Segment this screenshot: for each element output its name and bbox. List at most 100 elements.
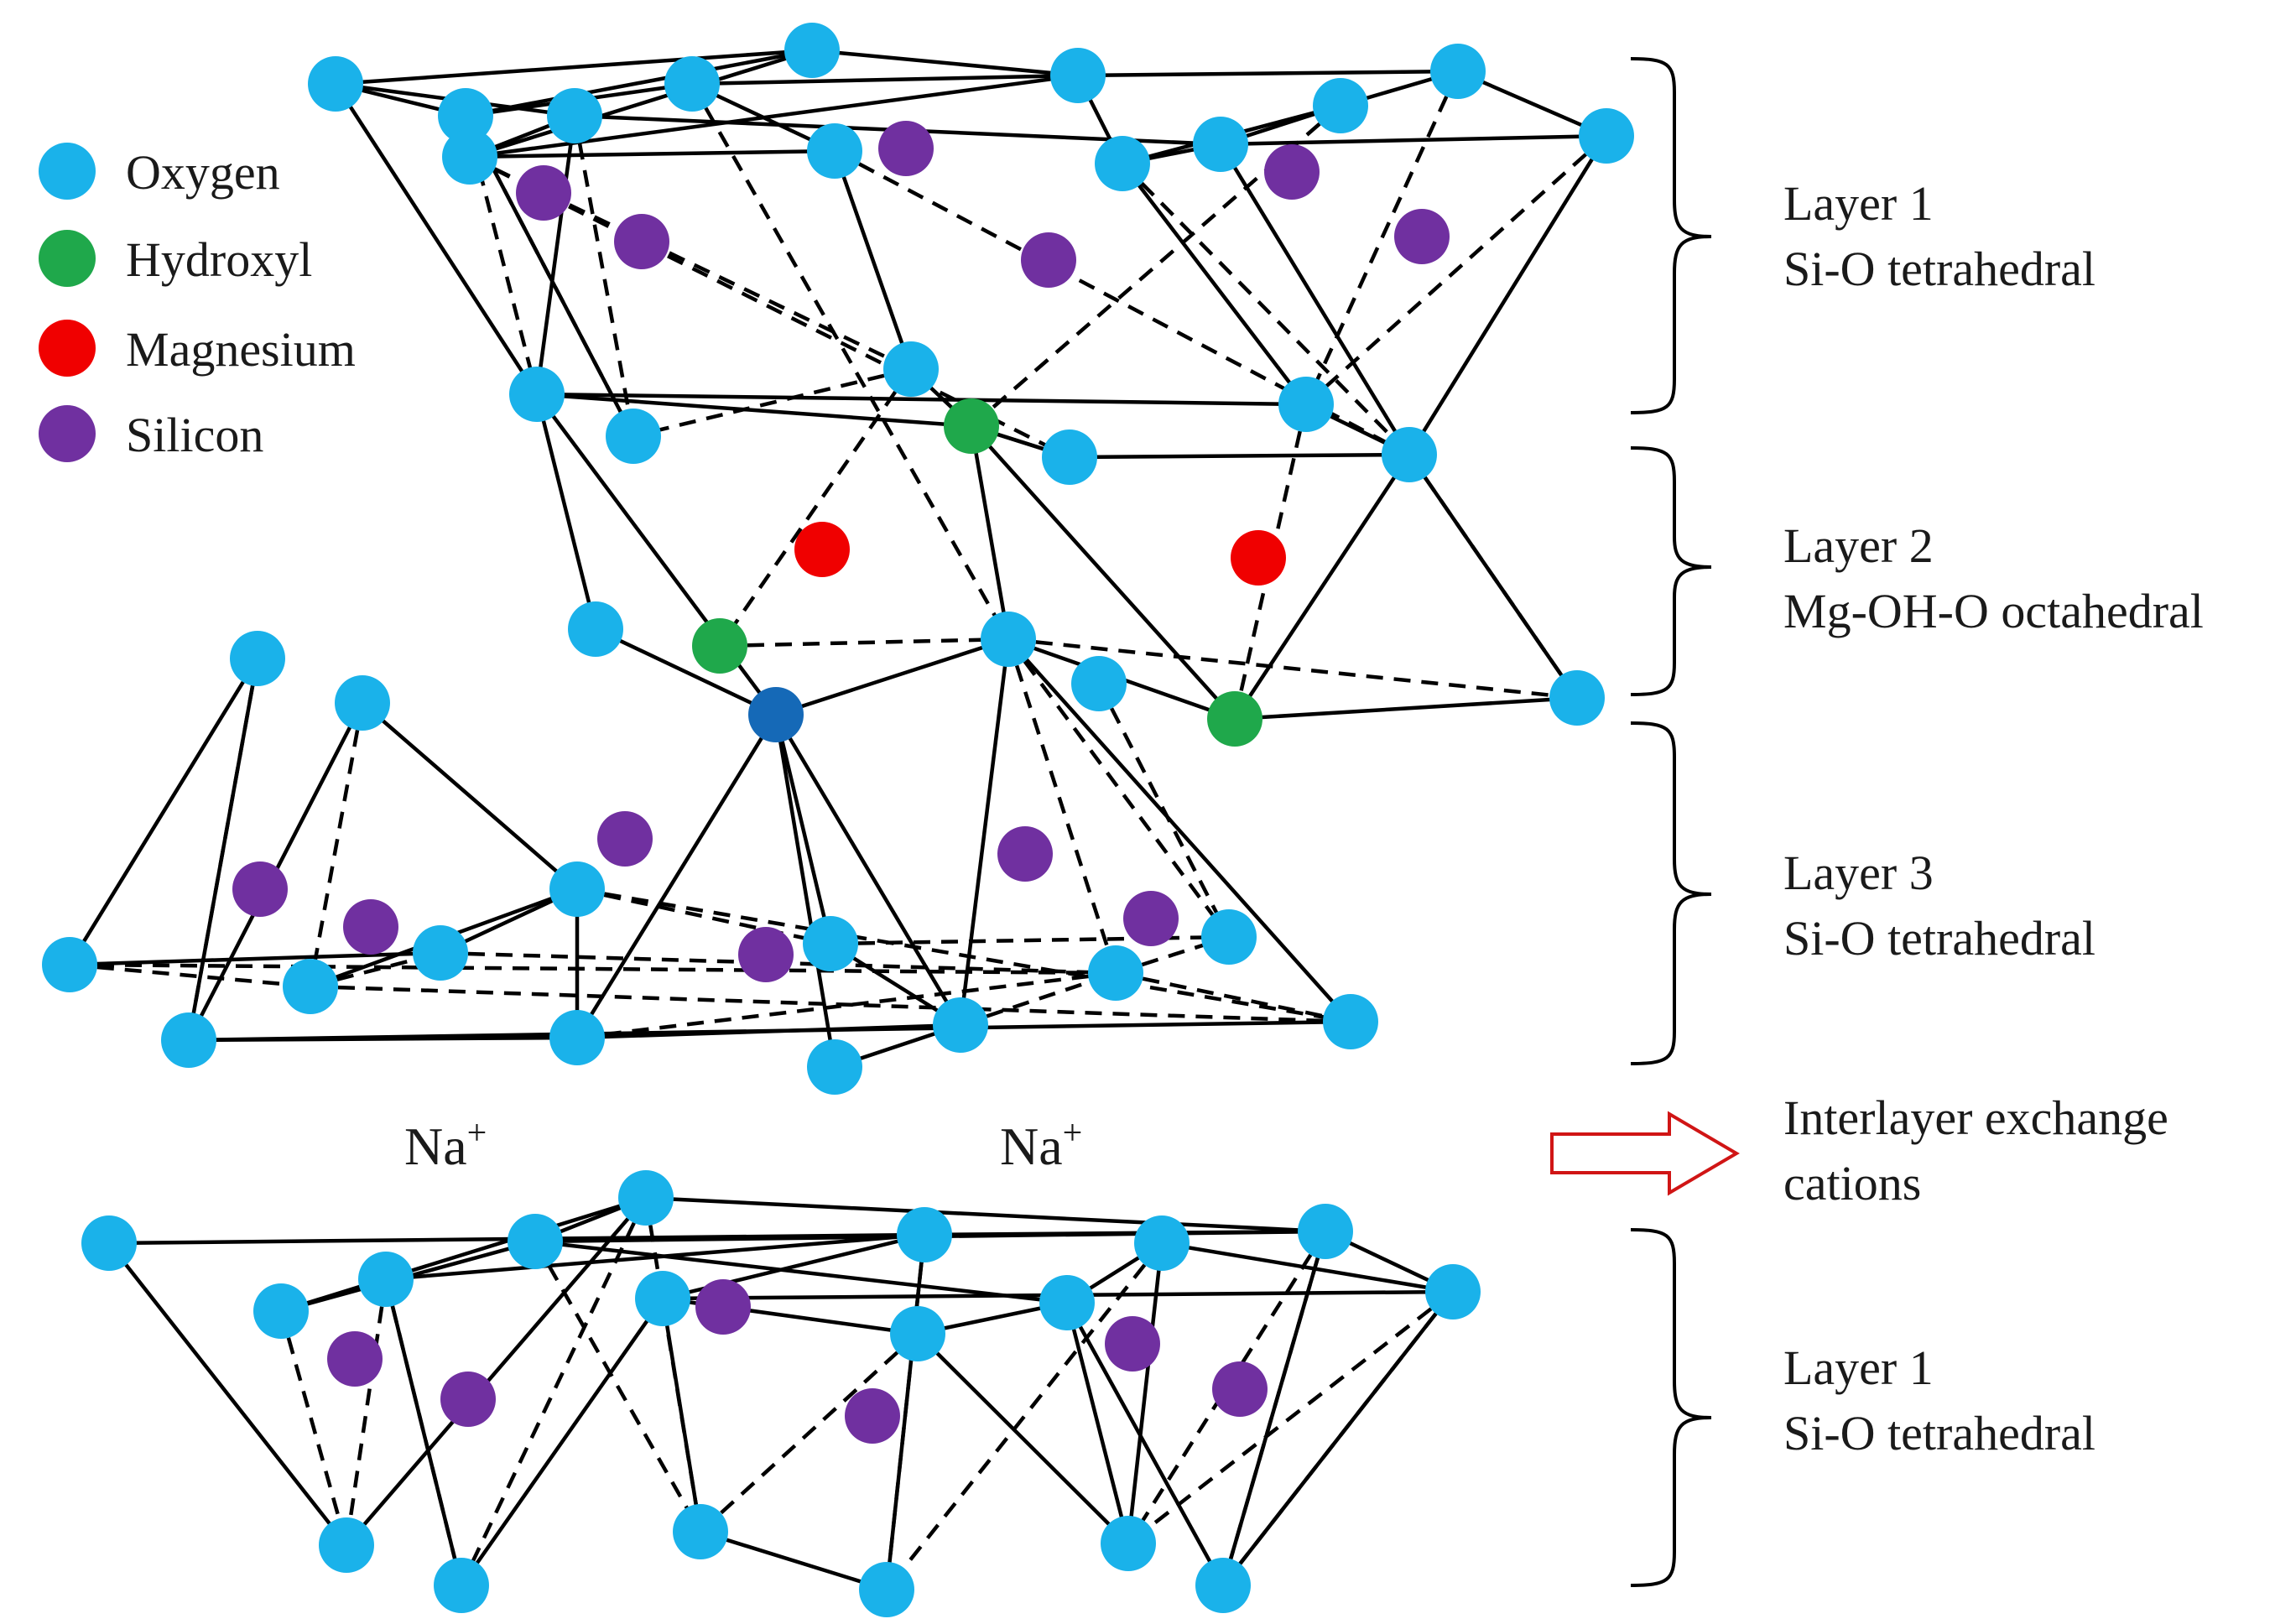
bond-d2-d7 bbox=[361, 701, 579, 891]
bond-e2-e13 bbox=[279, 1310, 349, 1546]
bond-a4-a5 bbox=[811, 48, 1079, 78]
bond-e3-e13 bbox=[344, 1278, 388, 1546]
oxygen-atom-a5 bbox=[1050, 48, 1106, 103]
silicon-atom-u2 bbox=[343, 899, 398, 955]
brace-layer-1-top bbox=[1630, 57, 1712, 414]
oxygen-atom-a11 bbox=[807, 123, 862, 179]
bond-e11-e18 bbox=[1221, 1231, 1328, 1586]
oxygen-atom-d5 bbox=[283, 959, 338, 1014]
bond-a6-b5 bbox=[1304, 70, 1460, 405]
oxygen-atom-e5 bbox=[618, 1170, 674, 1226]
legend-hydroxyl-swatch bbox=[39, 230, 96, 287]
bond-b3-b2 bbox=[633, 367, 912, 439]
oxygen-atom-b5 bbox=[1278, 377, 1334, 432]
legend-magnesium-label: Magnesium bbox=[126, 322, 356, 377]
bond-s1-c2 bbox=[775, 637, 1009, 717]
oxygen-atom-b1 bbox=[509, 367, 565, 422]
bond-b1-c1 bbox=[534, 393, 598, 630]
interlayer-line-1: Interlayer exchange bbox=[1783, 1090, 2168, 1145]
oxygen-atom-e13 bbox=[319, 1517, 374, 1573]
brace-layer-2 bbox=[1630, 446, 1712, 696]
na-cation-left: Na+ bbox=[404, 1114, 487, 1176]
hydroxyl-atom-h1 bbox=[944, 398, 999, 454]
silicon-atom-t4 bbox=[1021, 232, 1076, 288]
bond-d8-d12 bbox=[576, 971, 1117, 1040]
bond-e9-e17 bbox=[1065, 1302, 1131, 1544]
oxygen-atom-d13 bbox=[1201, 909, 1257, 965]
bond-c2-c4 bbox=[1007, 637, 1578, 700]
oxygen-atom-d2 bbox=[335, 675, 390, 731]
bond-a1-b1 bbox=[334, 82, 539, 396]
bond-a3-c2 bbox=[690, 82, 1010, 641]
silicon-atom-u1 bbox=[232, 861, 288, 917]
legend: Oxygen Hydroxyl Magnesium Silicon bbox=[39, 143, 356, 462]
bond-a12-b2 bbox=[572, 115, 636, 437]
layer-1-top-desc: Si-O tetrahedral bbox=[1783, 242, 2095, 296]
bond-d1-d3 bbox=[68, 657, 259, 966]
bond-h1-h3 bbox=[970, 424, 1236, 721]
legend-hydroxyl-label: Hydroxyl bbox=[126, 232, 312, 287]
bond-a9-a7 bbox=[1220, 133, 1607, 147]
oxygen-atom-a7 bbox=[1579, 108, 1634, 164]
oxygen-atom-d9 bbox=[807, 1039, 862, 1095]
bond-b6-c4 bbox=[1408, 453, 1579, 700]
bond-b6-h3 bbox=[1233, 453, 1411, 721]
bond-e13-e5 bbox=[345, 1196, 648, 1547]
oxygen-atom-e9 bbox=[1039, 1275, 1095, 1330]
bond-a12-b1 bbox=[534, 115, 577, 395]
bond-e11-e17 bbox=[1127, 1230, 1327, 1545]
layer-1-top-name: Layer 1 bbox=[1783, 176, 1934, 231]
bond-d3-d5 bbox=[69, 962, 311, 989]
bond-e4-e15 bbox=[534, 1240, 702, 1533]
legend-silicon-swatch bbox=[39, 405, 96, 462]
bond-e12-e17 bbox=[1127, 1290, 1455, 1545]
magnesium-atom-m1 bbox=[794, 522, 850, 577]
bond-d10-d13 bbox=[830, 934, 1230, 946]
oxygen-atom-b4 bbox=[1042, 429, 1097, 485]
bond-a3-a5 bbox=[691, 73, 1079, 86]
bond-h1-c2 bbox=[969, 425, 1011, 640]
bond-c3-d13 bbox=[1096, 682, 1231, 939]
oxygen-atom-d1 bbox=[230, 631, 285, 686]
oxygen-atom-e4 bbox=[508, 1214, 563, 1269]
silicon-atom-v6 bbox=[1212, 1361, 1268, 1417]
na-cation-right: Na+ bbox=[1000, 1114, 1082, 1176]
oxygen-atom-b6 bbox=[1382, 427, 1437, 482]
layer-2-desc: Mg-OH-O octahedral bbox=[1783, 584, 2204, 638]
bond-e3-e14 bbox=[383, 1278, 464, 1586]
bond-a7-b6 bbox=[1408, 134, 1608, 456]
oxygen-atom-d10 bbox=[803, 916, 858, 971]
oxygen-atom-d6 bbox=[413, 925, 468, 981]
bond-e6-e14 bbox=[460, 1297, 664, 1587]
bond-a4-a13 bbox=[469, 48, 813, 159]
hydroxyl-atom-h3 bbox=[1207, 691, 1262, 747]
bond-c2-d12 bbox=[1006, 638, 1118, 974]
bond-h3-c4 bbox=[1234, 695, 1578, 721]
bond-c2-d13 bbox=[1007, 638, 1231, 939]
oxygen-atom-e2 bbox=[253, 1283, 309, 1339]
brace-layer-1-bottom bbox=[1630, 1228, 1712, 1587]
bond-e7-e16 bbox=[884, 1234, 927, 1590]
na-cation-right-charge: + bbox=[1063, 1114, 1083, 1153]
layer-labels: Layer 1 Si-O tetrahedral Layer 2 Mg-OH-O… bbox=[1783, 176, 2204, 1460]
bond-c2-d14 bbox=[1007, 638, 1352, 1023]
bond-e10-e12 bbox=[1161, 1241, 1454, 1294]
atoms bbox=[42, 23, 1634, 1617]
bond-d8-s1 bbox=[575, 713, 778, 1039]
oxygen-atom-e17 bbox=[1101, 1516, 1156, 1571]
oxygen-atom-e14 bbox=[434, 1558, 489, 1613]
bond-e6-e15 bbox=[660, 1298, 703, 1533]
oxygen-atom-e3 bbox=[358, 1252, 414, 1307]
oxygen-atom-e15 bbox=[673, 1504, 728, 1559]
bond-e4-e9 bbox=[534, 1239, 1068, 1305]
bond-e1-e13 bbox=[107, 1241, 348, 1547]
silicon-atom-t6 bbox=[1394, 209, 1450, 264]
bond-d11-c2 bbox=[958, 638, 1011, 1026]
bond-a13-a11 bbox=[469, 148, 836, 159]
legend-oxygen-label: Oxygen bbox=[126, 145, 280, 200]
oxygen-atom-a10 bbox=[1095, 136, 1150, 191]
bond-e2-e5 bbox=[280, 1195, 647, 1314]
bond-d3-d12 bbox=[69, 962, 1117, 976]
bond-d3-d6 bbox=[69, 950, 441, 967]
